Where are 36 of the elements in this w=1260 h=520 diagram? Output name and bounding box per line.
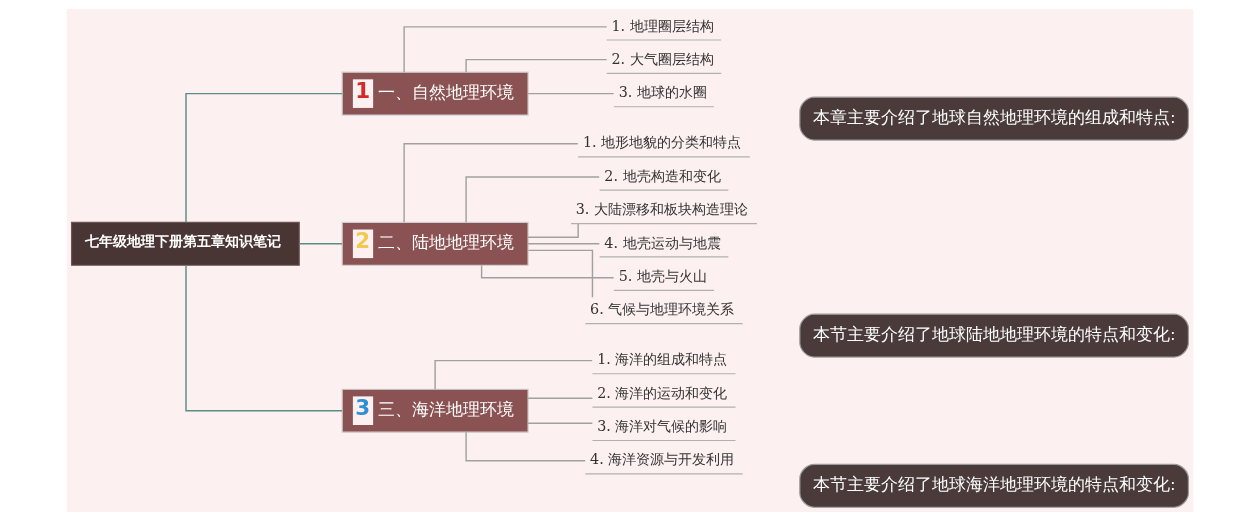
connector (434, 359, 593, 390)
connector (465, 58, 608, 73)
node-box: 3 三、海洋地理环境 (341, 388, 529, 433)
connector (298, 242, 343, 245)
node-box: 七年级地理下册第五章知识笔记 (70, 221, 300, 266)
node-text: 1. 地形地貌的分类和特点 (582, 133, 742, 150)
node-text: 5. 地壳与火山 (618, 267, 707, 284)
connector (527, 222, 579, 238)
node-text: 4. 地壳运动与地震 (604, 234, 721, 251)
node-box: 本节主要介绍了地球陆地地理环境的特点和变化: (799, 313, 1190, 358)
node-text: 3. 地球的水圈 (618, 83, 707, 100)
connector (403, 142, 579, 223)
connector (185, 264, 343, 411)
connector (527, 249, 594, 298)
connector (527, 92, 615, 94)
connector (403, 25, 608, 73)
node-text: 3. 海洋对气候的影响 (597, 417, 728, 434)
connector (527, 396, 594, 399)
node-box: 本章主要介绍了地球自然地理环境的组成和特点: (799, 96, 1190, 141)
node-box: 2 二、陆地地理环境 (341, 221, 529, 266)
node-text: 6. 气候与地理环境关系 (590, 300, 735, 317)
node-text: 4. 海洋资源与开发利用 (590, 450, 735, 467)
connector (527, 422, 594, 424)
connector (465, 431, 586, 461)
node-text: 3. 大陆漂移和板块构造理论 (575, 200, 748, 217)
connector (465, 175, 600, 223)
node-text: 2. 海洋的运动和变化 (597, 384, 728, 401)
node-box: 本节主要介绍了地球海洋地理环境的特点和变化: (799, 463, 1190, 508)
connector (527, 242, 601, 245)
node-box: 1 一、自然地理环境 (341, 71, 529, 116)
connector (480, 264, 615, 278)
node-text: 2. 地壳构造和变化 (604, 167, 721, 184)
node-text: 1. 海洋的组成和特点 (597, 350, 728, 367)
node-text: 2. 大气圈层结构 (611, 50, 714, 67)
node-text: 1. 地理圈层结构 (611, 17, 714, 34)
connector (185, 92, 343, 223)
